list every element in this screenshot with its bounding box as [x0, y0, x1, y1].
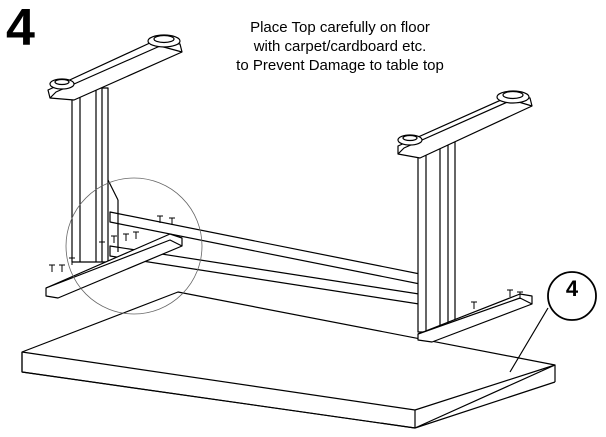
- callout-circle: [547, 271, 597, 321]
- right-top-bracket: [397, 90, 533, 159]
- screws: [49, 215, 523, 309]
- left-top-bracket: [47, 34, 183, 101]
- left-foot: [45, 233, 183, 299]
- detail-circle: [65, 177, 203, 315]
- instruction-line: to Prevent Damage to table top: [236, 57, 444, 74]
- callout-leader: [509, 307, 549, 373]
- instruction-line: Place Top carefully on floor: [250, 19, 430, 36]
- instruction-text: Place Top carefully on floor with carpet…: [190, 18, 490, 75]
- callout-label: 4: [565, 276, 579, 301]
- instruction-line: with carpet/cardboard etc.: [253, 38, 427, 55]
- right-leg-column: [417, 139, 456, 333]
- step-number: 4: [6, 0, 35, 57]
- table-top: [21, 291, 556, 429]
